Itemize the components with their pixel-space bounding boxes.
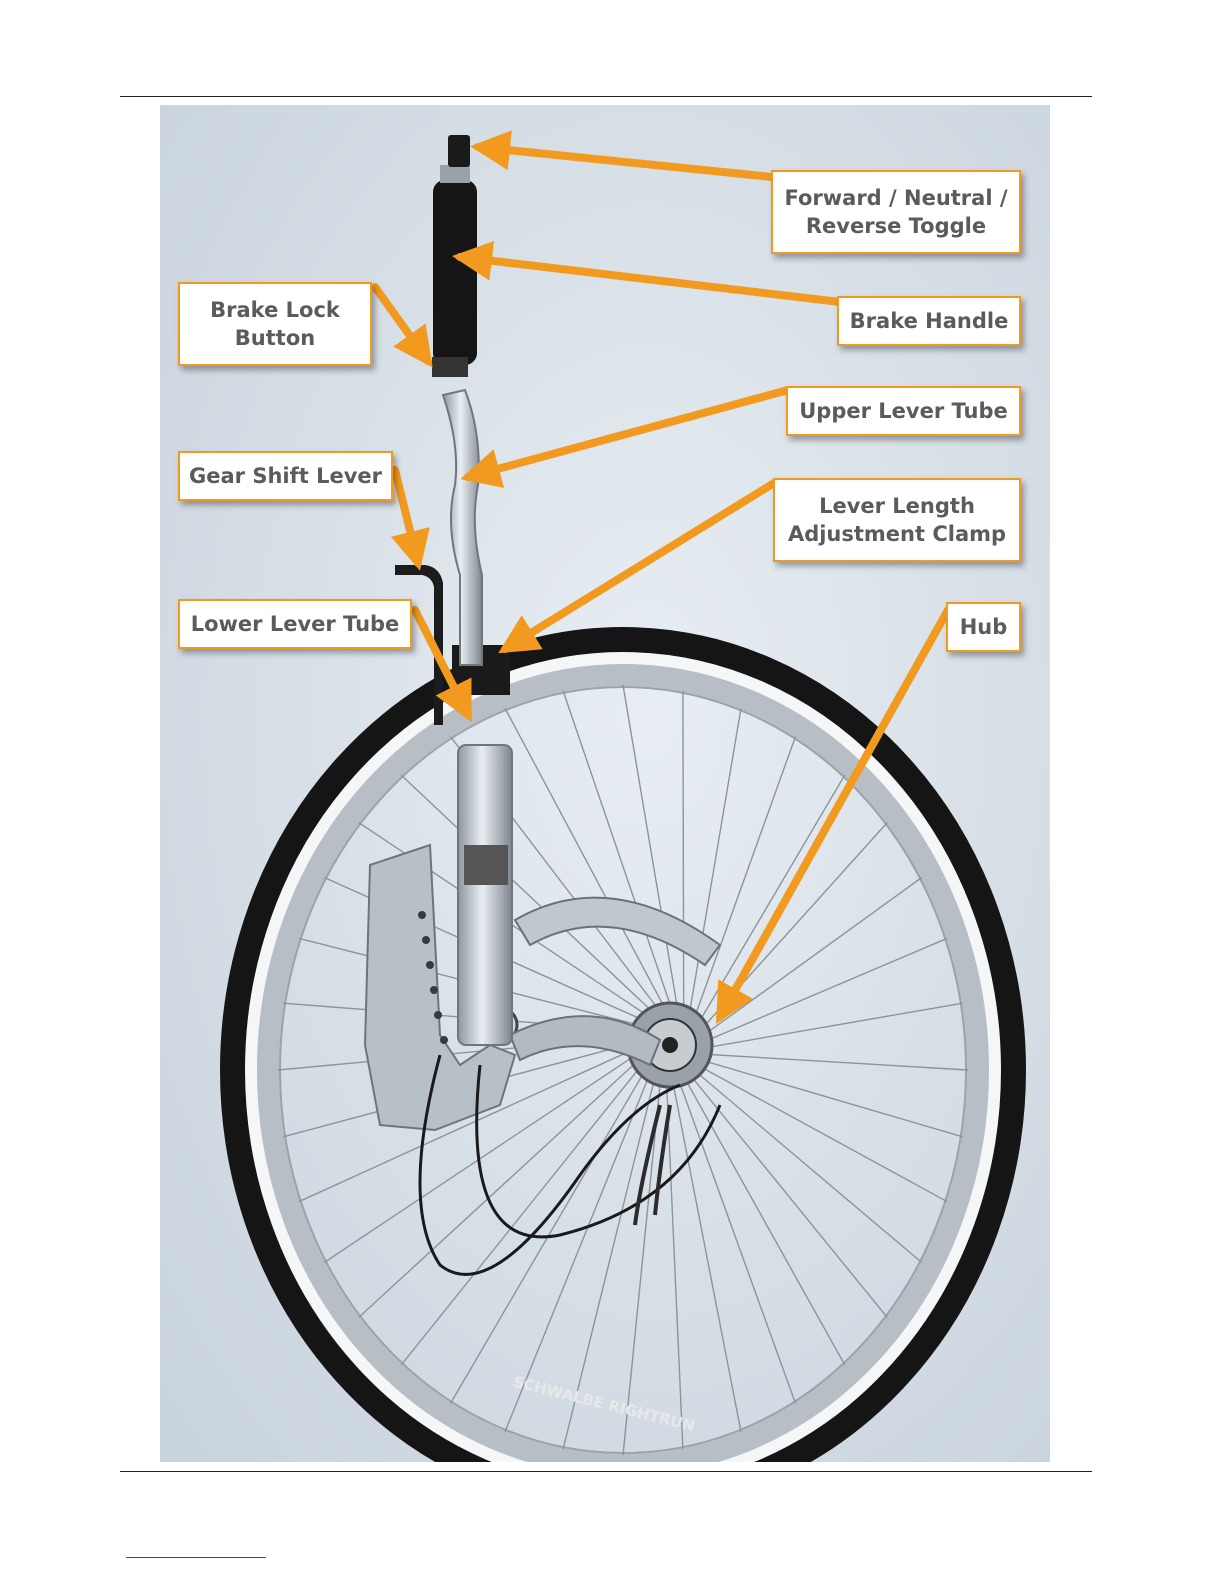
label-brake-lock-button: Brake Lock Button <box>178 282 372 366</box>
label-forward-neutral-reverse-toggle: Forward / Neutral / Reverse Toggle <box>771 170 1021 254</box>
label-hub: Hub <box>946 602 1021 652</box>
label-upper-lever-tube: Upper Lever Tube <box>786 386 1021 436</box>
header-rule <box>120 96 1092 97</box>
label-gear-shift-lever: Gear Shift Lever <box>178 451 393 501</box>
label-lower-lever-tube: Lower Lever Tube <box>178 599 412 649</box>
label-lever-length-adjustment-clamp: Lever Length Adjustment Clamp <box>773 478 1021 562</box>
footer-link-underline[interactable] <box>126 1557 266 1558</box>
spoke <box>683 691 684 1018</box>
label-brake-handle: Brake Handle <box>837 296 1021 346</box>
footer-rule <box>120 1471 1092 1472</box>
